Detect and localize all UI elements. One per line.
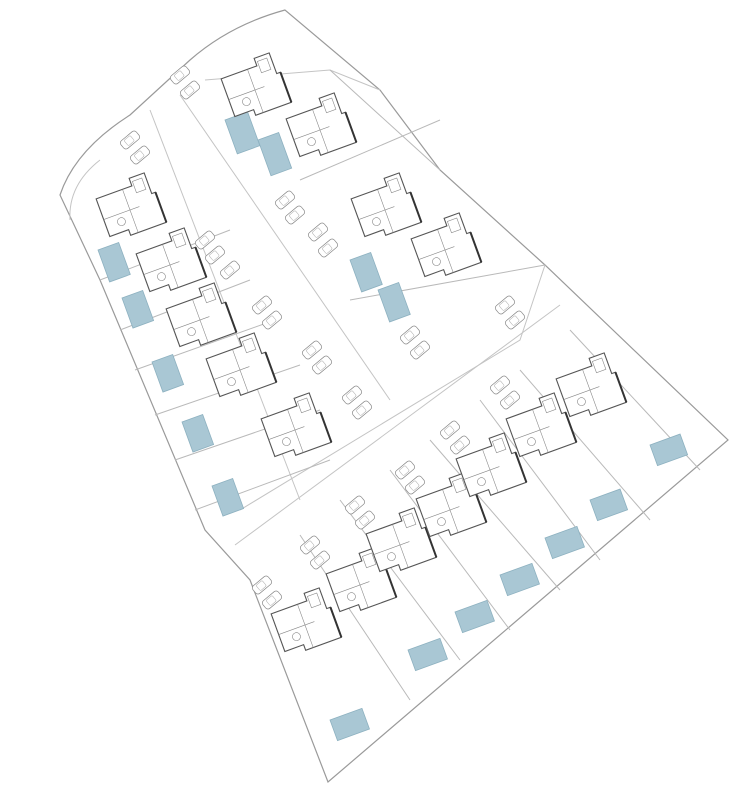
parking-space [285, 205, 305, 225]
parking-space [195, 230, 215, 250]
site-boundary [59, 9, 729, 784]
parking-space [262, 590, 282, 610]
parking-space [352, 400, 372, 420]
house [135, 227, 208, 293]
house [270, 587, 343, 653]
parking-space [302, 340, 322, 360]
road-edge [69, 159, 101, 221]
parking-space [342, 385, 362, 405]
house [205, 332, 278, 398]
parking-space [440, 420, 460, 440]
road-edge [239, 264, 546, 511]
house [350, 172, 423, 238]
parking-space [180, 80, 200, 100]
parking-space [395, 460, 415, 480]
parking-space [130, 145, 150, 165]
pool [349, 251, 383, 293]
parking-space [170, 65, 190, 85]
parking-space [220, 260, 240, 280]
pool [97, 241, 131, 283]
road-edge [179, 94, 391, 401]
parking-space [410, 340, 430, 360]
parking-space [300, 535, 320, 555]
parking-space [355, 510, 375, 530]
parking-space [495, 295, 515, 315]
house [365, 507, 438, 573]
parking-space [120, 130, 140, 150]
house [505, 392, 578, 458]
parking-space [490, 375, 510, 395]
pool [499, 562, 540, 597]
pool [257, 131, 293, 177]
parking-spaces [120, 65, 525, 610]
parking-space [205, 245, 225, 265]
parking-space [312, 355, 332, 375]
pool [407, 637, 448, 672]
pool [151, 353, 185, 393]
house [165, 282, 238, 348]
parking-space [262, 310, 282, 330]
parking-space [275, 190, 295, 210]
parking-space [318, 238, 338, 258]
houses [95, 52, 628, 653]
pool [329, 707, 370, 742]
pool [544, 525, 585, 560]
pool [211, 477, 245, 517]
house [555, 352, 628, 418]
pool [377, 281, 411, 323]
parking-space [450, 435, 470, 455]
house [260, 392, 333, 458]
parking-space [400, 325, 420, 345]
pool [121, 289, 155, 329]
pools [97, 111, 689, 742]
house [285, 92, 358, 158]
parking-space [252, 575, 272, 595]
pool [649, 433, 689, 467]
parking-space [310, 550, 330, 570]
parking-space [252, 295, 272, 315]
house [95, 172, 168, 238]
parking-space [405, 475, 425, 495]
road-edge [234, 304, 561, 546]
house [220, 52, 293, 118]
parking-space [308, 222, 328, 242]
pool [454, 599, 495, 634]
parking-space [505, 310, 525, 330]
house [455, 432, 528, 498]
parking-space [500, 390, 520, 410]
pool [589, 488, 629, 522]
pool [181, 413, 215, 453]
house [410, 212, 483, 278]
parking-space [345, 495, 365, 515]
